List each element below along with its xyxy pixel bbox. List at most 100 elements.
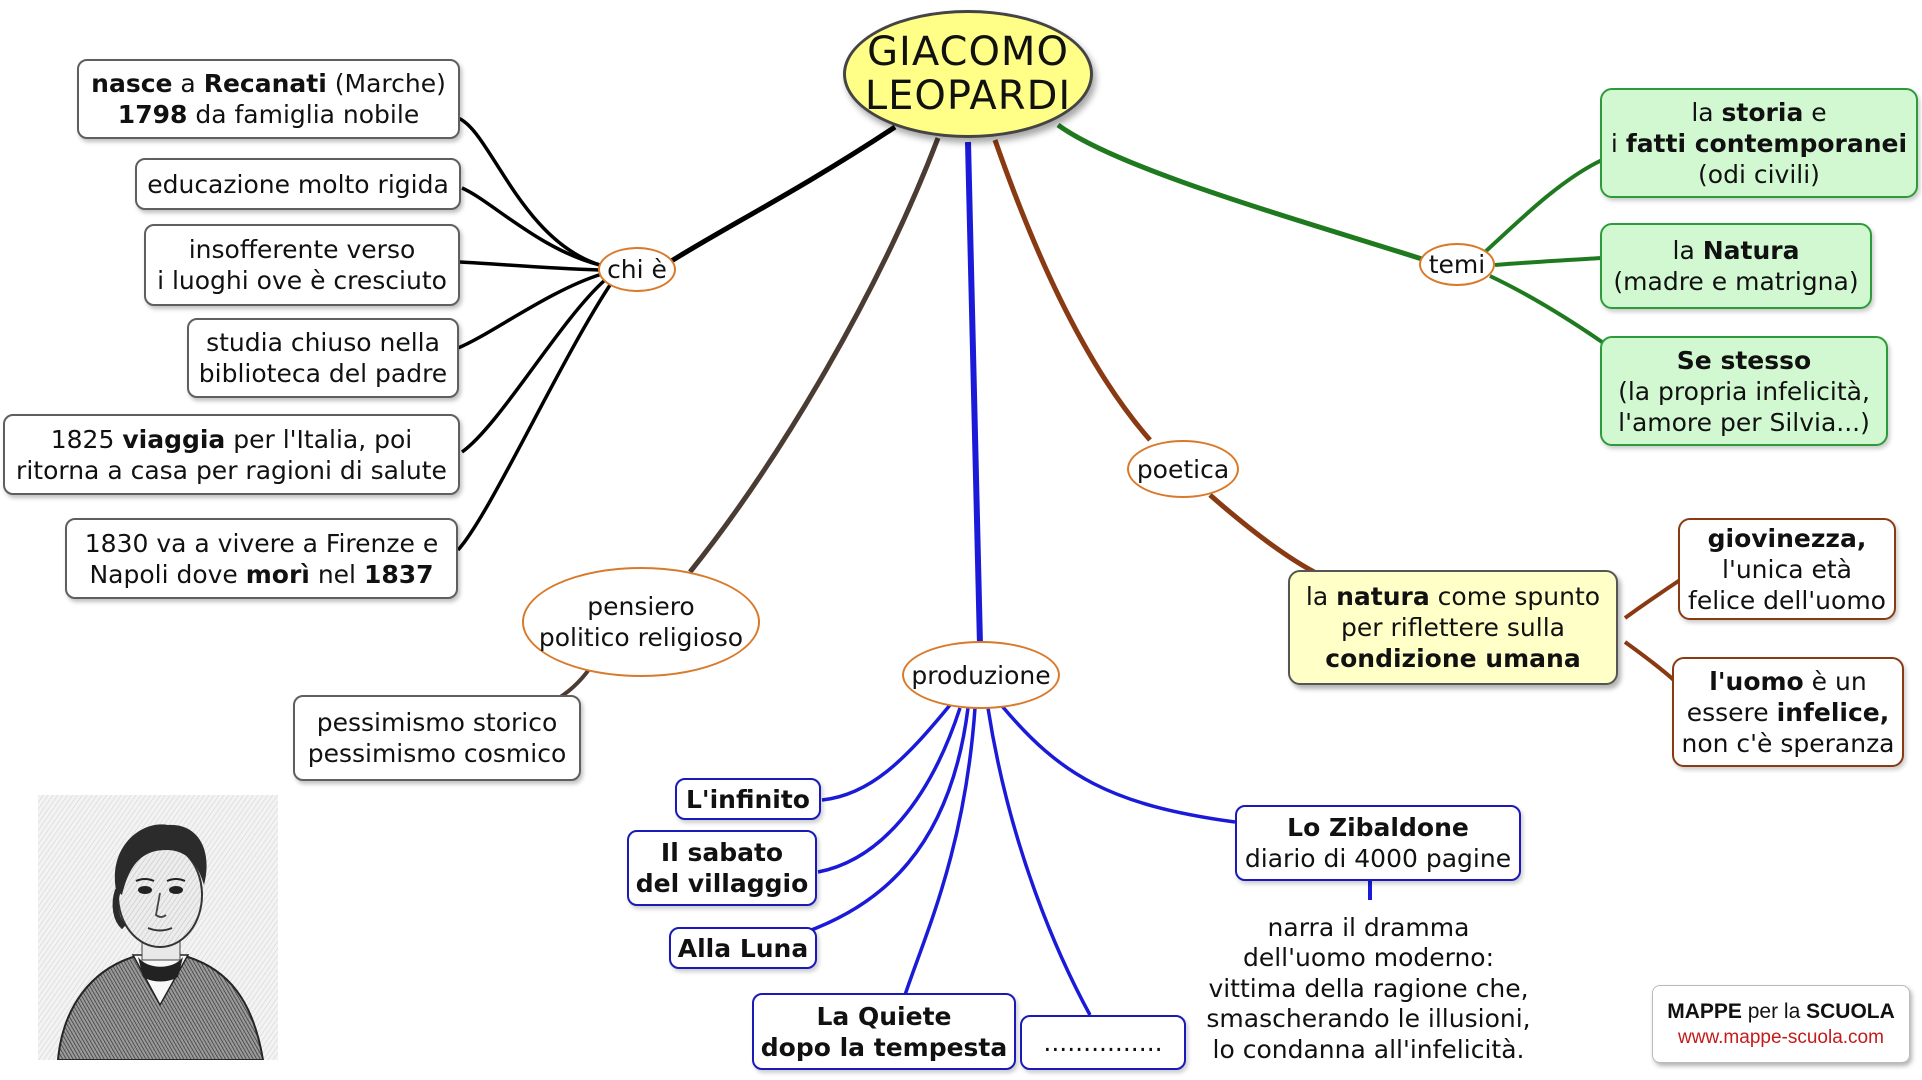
- quiete-line-1: La Quiete: [816, 1001, 952, 1031]
- spunto-text-2: come spunto: [1429, 582, 1601, 611]
- natura-bold-1: Natura: [1702, 236, 1800, 265]
- viaggia-bold-1: viaggia: [122, 424, 226, 454]
- connector-poetica-natura: [1208, 493, 1322, 578]
- sestesso-line-3: l'amore per Silvia...): [1618, 407, 1870, 437]
- luna-text: Alla Luna: [677, 933, 809, 963]
- storia-text-3: i: [1610, 128, 1626, 158]
- uomo-line-3: non c'è speranza: [1681, 728, 1895, 758]
- branch-pensiero: pensiero politico religioso: [522, 567, 760, 677]
- firenze-bold-1: morì: [245, 559, 310, 589]
- connector-temi-storia: [1483, 158, 1603, 254]
- nasce-text-1: a: [172, 69, 204, 98]
- nasce-text-3: da famiglia nobile: [187, 100, 420, 129]
- storia-bold-1: storia: [1721, 97, 1804, 127]
- item-uomo: l'uomo è un essere infelice, non c'è spe…: [1672, 657, 1904, 767]
- connector-chi-educazione: [461, 186, 601, 267]
- uomo-text-1: è un: [1803, 666, 1867, 696]
- logo-brand-2: SCUOLA: [1806, 1000, 1895, 1023]
- giovinezza-line-2: l'unica età: [1722, 554, 1852, 584]
- connector-title-poetica: [992, 139, 1152, 442]
- storia-text-2: e: [1803, 97, 1827, 127]
- zibaldone-description: narra il dramma dell'uomo moderno: vitti…: [1196, 910, 1541, 1068]
- connector-chi-insofferente: [459, 260, 601, 272]
- connector-natura-uomo: [1623, 640, 1678, 684]
- spunto-bold-1: natura: [1336, 582, 1430, 611]
- sestesso-line-2: (la propria infelicità,: [1618, 376, 1870, 406]
- firenze-line-1: 1830 va a vivere a Firenze e: [84, 528, 439, 558]
- spunto-bold-2: condizione umana: [1325, 644, 1581, 673]
- item-studia: studia chiuso nella biblioteca del padre: [187, 318, 459, 398]
- item-viaggia: 1825 viaggia per l'Italia, poi ritorna a…: [3, 414, 460, 495]
- connector-chi-nasce: [457, 116, 601, 267]
- leopardi-portrait-image: [38, 795, 278, 1060]
- item-storia: la storia e i fatti contemporanei (odi c…: [1600, 88, 1918, 198]
- item-natura: la Natura (madre e matrigna): [1600, 223, 1872, 309]
- title-line-1: GIACOMO: [867, 29, 1069, 75]
- dramma-line-4: smascherando le illusioni,: [1206, 1004, 1531, 1034]
- storia-line-3: (odi civili): [1698, 159, 1820, 189]
- connector-prod-zibaldone: [1000, 704, 1236, 824]
- giovinezza-line-3: felice dell'uomo: [1688, 585, 1886, 615]
- item-dots: ...............: [1020, 1015, 1186, 1070]
- title-line-2: LEOPARDI: [864, 73, 1072, 119]
- branch-produzione: produzione: [902, 641, 1060, 709]
- insofferente-line-2: i luoghi ove è cresciuto: [157, 266, 447, 295]
- branch-pensiero-line-2: politico religioso: [538, 623, 744, 652]
- branch-pensiero-line-1: pensiero: [587, 592, 695, 621]
- branch-chi-e: chi è: [598, 247, 676, 292]
- storia-bold-2: fatti contemporanei: [1625, 128, 1908, 158]
- connector-title-produzione: [965, 141, 983, 646]
- sabato-line-1: Il sabato: [660, 838, 784, 867]
- zibaldone-line-2: diario di 4000 pagine: [1244, 844, 1512, 873]
- dots-text: ...............: [1043, 1028, 1163, 1057]
- viaggia-text-2: per l'Italia, poi: [225, 424, 413, 454]
- uomo-bold-1: l'uomo: [1709, 666, 1804, 696]
- nasce-text-2: (Marche): [326, 69, 446, 98]
- item-infinito: L'infinito: [675, 778, 821, 820]
- mappe-scuola-logo: MAPPE per la SCUOLA www.mappe-scuola.com: [1652, 985, 1910, 1063]
- logo-brand-1: MAPPE: [1667, 1000, 1742, 1023]
- connector-chi-firenze: [456, 281, 614, 552]
- infinito-text: L'infinito: [686, 784, 810, 814]
- item-sabato: Il sabato del villaggio: [627, 830, 817, 906]
- item-nasce: nasce a Recanati (Marche) 1798 da famigl…: [77, 59, 460, 139]
- nasce-bold-2: Recanati: [203, 69, 327, 98]
- sestesso-bold-1: Se stesso: [1676, 345, 1812, 375]
- item-natura-spunto: la natura come spunto per riflettere sul…: [1288, 570, 1618, 685]
- item-giovinezza: giovinezza, l'unica età felice dell'uomo: [1678, 518, 1896, 620]
- firenze-bold-2: 1837: [363, 559, 434, 589]
- logo-url[interactable]: www.mappe-scuola.com: [1678, 1027, 1884, 1048]
- spunto-text-1: la: [1305, 582, 1337, 611]
- connector-prod-sabato: [817, 707, 962, 874]
- pessimismo-line-1: pessimismo storico: [316, 708, 558, 737]
- dramma-line-5: lo condanna all'infelicità.: [1212, 1034, 1525, 1064]
- branch-poetica-label: poetica: [1136, 454, 1230, 484]
- branch-temi-label: temi: [1428, 250, 1486, 279]
- connector-natura-giovinezza: [1623, 578, 1682, 620]
- natura-line-2: (madre e matrigna): [1613, 267, 1859, 296]
- connector-temi-sestesso: [1489, 274, 1604, 344]
- educazione-text: educazione molto rigida: [147, 169, 449, 199]
- branch-temi: temi: [1419, 243, 1495, 286]
- pessimismo-line-2: pessimismo cosmico: [307, 739, 567, 768]
- dramma-line-1: narra il dramma: [1267, 912, 1470, 942]
- connector-title-chi: [663, 124, 897, 268]
- studia-line-2: biblioteca del padre: [198, 359, 448, 388]
- giovinezza-bold-1: giovinezza,: [1707, 523, 1867, 553]
- viaggia-line-2: ritorna a casa per ragioni di salute: [16, 455, 447, 485]
- item-quiete: La Quiete dopo la tempesta: [752, 993, 1016, 1070]
- item-pessimismo: pessimismo storico pessimismo cosmico: [293, 695, 581, 781]
- nasce-bold-3: 1798: [117, 100, 188, 129]
- branch-chi-e-label: chi è: [607, 255, 667, 284]
- storia-text-1: la: [1691, 97, 1722, 127]
- connector-prod-quiete: [903, 707, 977, 996]
- item-se-stesso: Se stesso (la propria infelicità, l'amor…: [1600, 336, 1888, 446]
- connector-title-temi: [1056, 122, 1426, 263]
- dramma-line-2: dell'uomo moderno:: [1242, 943, 1495, 973]
- connector-prod-dots: [986, 707, 1092, 1016]
- item-luna: Alla Luna: [669, 927, 817, 969]
- branch-produzione-label: produzione: [911, 660, 1051, 690]
- item-insofferente: insofferente verso i luoghi ove è cresci…: [144, 224, 460, 306]
- title-node: GIACOMO LEOPARDI: [843, 10, 1093, 138]
